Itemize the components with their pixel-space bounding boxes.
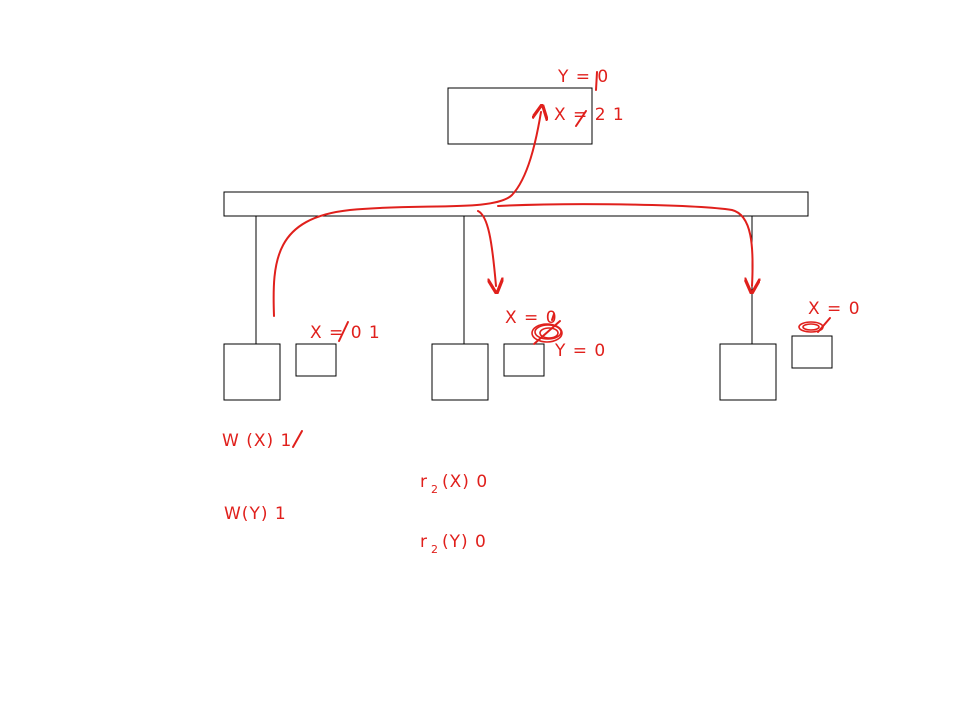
svg-text:r: r [420,472,428,492]
op-write-y: W(Y) 1 [224,504,287,524]
svg-text:2: 2 [431,483,438,496]
op-read2-x: r 2 (X) 0 [420,472,488,496]
memory-box [447,87,593,145]
processor-1 [223,343,281,401]
write-x-strike [292,430,303,448]
cache-1-strike [338,321,349,342]
processor-2 [431,343,489,401]
cache-2-y-label: Y = 0 [554,341,606,361]
snoop-arrow-cache-3 [497,203,753,286]
svg-text:r: r [420,532,428,552]
cache-2-scribble [534,324,562,340]
cache-2 [503,343,545,377]
cache-3 [791,335,833,369]
cache-1-x-label: X = 0 1 [310,323,381,343]
svg-text:(X) 0: (X) 0 [442,472,488,492]
memory-x-strike [575,110,587,127]
memory-y-strike [595,71,598,91]
annotations [272,71,831,448]
svg-text:(Y) 0: (Y) 0 [442,532,487,552]
cache-3-x-label: X = 0 [808,299,861,319]
bus [223,191,809,217]
cache-2-x-label: X = 0 [505,308,558,328]
snoop-arrow-cache-2 [477,210,496,286]
memory-y-label: Y = 0 [557,67,609,87]
cache-1 [295,343,337,377]
op-read2-y: r 2 (Y) 0 [420,532,487,556]
writeback-arrow [272,112,541,317]
processor-3 [719,343,777,401]
svg-text:2: 2 [431,543,438,556]
op-write-x: W (X) 1 [222,431,292,451]
memory-x-label: X = 2 1 [554,105,625,125]
